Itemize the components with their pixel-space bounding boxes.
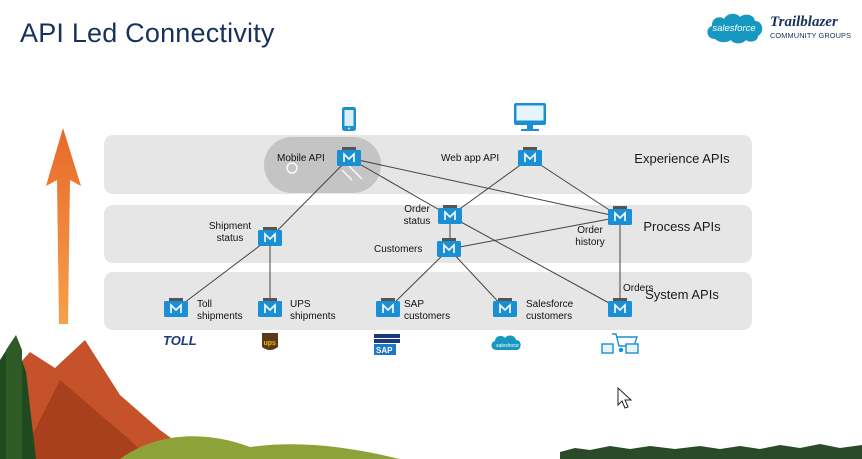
orders-label: Orders xyxy=(623,283,654,294)
mobile-api-node-mulesoft-icon xyxy=(337,147,361,166)
web-app-api-label: Web app API xyxy=(441,153,500,164)
trailblazer-sub: COMMUNITY GROUPS xyxy=(770,31,852,40)
system-layer-label: System APIs xyxy=(645,287,719,302)
web-app-api-node-mulesoft-icon xyxy=(518,147,542,166)
order-status-node-mulesoft-icon xyxy=(438,205,462,224)
trailblazer-name: Trailblazer xyxy=(770,14,838,30)
toll-logo: TOLL xyxy=(163,333,197,348)
page-title: API Led Connectivity xyxy=(20,18,275,48)
experience-layer: Experience APIs xyxy=(104,135,752,194)
cart-icon xyxy=(601,333,639,354)
salesforce-customers-label: Salesforce customers xyxy=(526,299,574,322)
salesforce-customers-node-mulesoft-icon xyxy=(493,298,517,317)
toll-shipments-label: Toll shipments xyxy=(197,299,243,322)
order-status-label: Order status xyxy=(403,204,431,227)
process-layer: Process APIs xyxy=(104,205,752,263)
phone-icon xyxy=(342,107,356,131)
sap-logo-text: SAP xyxy=(376,346,393,355)
shipment-status-label: Shipment status xyxy=(208,221,252,244)
ups-logo: ups xyxy=(262,333,278,350)
forest-silhouette xyxy=(560,444,862,459)
salesforce-cloud-text: salesforce xyxy=(496,343,519,349)
salesforce-logo: salesforce xyxy=(703,9,765,47)
ups-logo-text: ups xyxy=(264,340,277,347)
monitor-icon xyxy=(514,103,546,131)
toll-shipments-node-mulesoft-icon xyxy=(164,298,188,317)
customers-node-mulesoft-icon xyxy=(437,238,461,257)
shipment-status-node-mulesoft-icon xyxy=(258,227,282,246)
brand-logo: salesforce Trailblazer COMMUNITY GROUPS xyxy=(703,9,853,47)
mountain-scenery xyxy=(0,335,400,459)
ups-shipments-node-mulesoft-icon xyxy=(258,298,282,317)
orders-node-mulesoft-icon xyxy=(608,298,632,317)
salesforce-cloud-logo: salesforce xyxy=(491,335,521,350)
toll-logo-text: TOLL xyxy=(163,333,197,348)
experience-layer-label: Experience APIs xyxy=(634,151,730,166)
customers-label: Customers xyxy=(374,244,423,255)
process-layer-label: Process APIs xyxy=(643,219,721,234)
mouse-cursor-icon xyxy=(617,386,633,409)
sap-customers-label: SAP customers xyxy=(404,299,451,322)
salesforce-logo-text: salesforce xyxy=(712,23,756,34)
order-history-node-mulesoft-icon xyxy=(608,206,632,225)
mobile-api-label: Mobile API xyxy=(277,153,325,164)
sap-logo: SAP xyxy=(374,334,400,355)
sap-customers-node-mulesoft-icon xyxy=(376,298,400,317)
ups-shipments-label: UPS shipments xyxy=(290,299,336,322)
order-history-label: Order history xyxy=(575,225,605,248)
up-arrow-icon xyxy=(46,128,81,324)
